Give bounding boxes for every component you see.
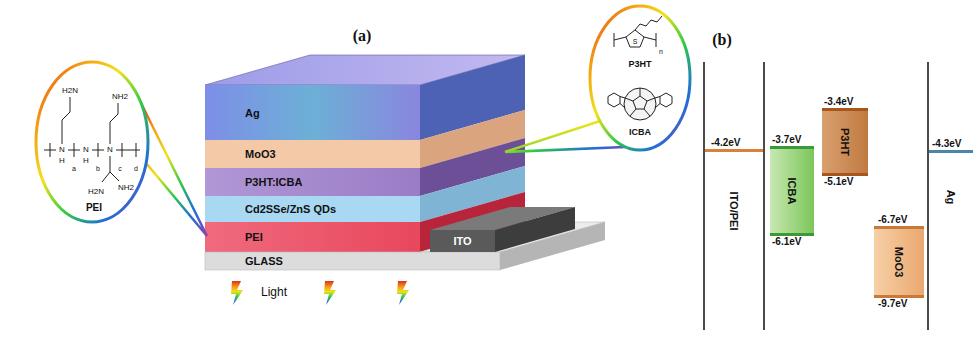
layer-name: ITO <box>453 235 471 247</box>
chem-label: N <box>107 146 113 154</box>
indene-bond <box>620 97 660 109</box>
electrode-block: ITO <box>430 230 495 252</box>
chem-label: S <box>633 38 638 45</box>
chem-subscript: d <box>134 165 138 172</box>
fullerene-facet <box>625 88 655 116</box>
layer-front-face <box>205 222 420 252</box>
energy-value: -6.1eV <box>772 236 801 247</box>
energy-value: -4.3eV <box>932 138 961 149</box>
layer-name: ITO/PEI <box>728 191 740 230</box>
indene-ring <box>660 93 672 107</box>
layer-name: P3HT:ICBA <box>245 176 302 188</box>
energy-level-bar: P3HT-3.4eV-5.1eV <box>822 108 868 176</box>
p3ht-structure <box>614 16 662 47</box>
layer-front-face <box>205 85 420 140</box>
fullerene-cage <box>624 88 656 120</box>
energy-level-band: ITO/PEI-4.2eV <box>705 149 763 269</box>
energy-level-band: Ag-4.3eV <box>929 150 973 240</box>
energy-axis-line <box>704 62 928 330</box>
chem-label: H2N <box>62 87 78 95</box>
energy-value: -9.7eV <box>878 298 907 309</box>
chem-label: NH2 <box>112 93 128 101</box>
layer-front-face <box>205 196 420 222</box>
light-label: Light <box>261 286 287 298</box>
magnifier-circle <box>36 62 148 222</box>
layer-band: Cd2SSe/ZnS QDs <box>205 196 420 222</box>
chem-label: NH2 <box>118 184 134 192</box>
layer-name: MoO3 <box>245 148 276 160</box>
chem-label: H <box>59 157 65 165</box>
icba-structure <box>608 88 672 120</box>
electrode-side-face <box>495 207 575 252</box>
fullerene-facet <box>633 96 647 109</box>
chem-subscript: a <box>72 165 76 172</box>
layer-band: Ag <box>205 85 420 140</box>
electrode-front-face <box>430 230 495 252</box>
molecule-name: ICBA <box>629 128 651 137</box>
energy-value: -4.2eV <box>711 137 740 148</box>
energy-value: -3.4eV <box>824 96 853 107</box>
panel-label: (a) <box>353 28 372 44</box>
side-chain-bond <box>110 103 118 144</box>
magnifier-leader <box>140 101 207 236</box>
energy-value: -5.1eV <box>824 176 853 187</box>
layer-band: P3HT:ICBA <box>205 168 420 196</box>
side-chain-bond <box>102 156 119 182</box>
energy-value: -3.7eV <box>772 134 801 145</box>
layer-name: ICBA <box>786 178 798 205</box>
layer-band: PEI <box>205 222 420 252</box>
layer-band: MoO3 <box>205 140 420 168</box>
panel-label: (b) <box>712 32 732 48</box>
energy-level-bar: ICBA-3.7eV-6.1eV <box>770 146 814 236</box>
layer-front-face <box>205 140 420 168</box>
layer-front-face <box>205 168 420 196</box>
chem-label: H <box>83 157 89 165</box>
molecule-name: PEI <box>86 203 102 213</box>
repeat-bracket <box>50 143 136 157</box>
layer-name: P3HT <box>839 128 851 156</box>
chem-label: N <box>59 146 65 154</box>
light-bolt <box>397 281 409 305</box>
layer-name: Cd2SSe/ZnS QDs <box>245 203 336 215</box>
layer-name: Ag <box>945 189 957 204</box>
glass-front-face <box>205 252 500 270</box>
chem-subscript: c <box>118 165 122 172</box>
hexyl-chain <box>635 16 662 30</box>
side-chain-bond <box>62 97 70 144</box>
chem-label: N <box>83 146 89 154</box>
light-bolt <box>324 281 336 305</box>
chem-subscript: n <box>659 48 663 55</box>
light-bolt <box>231 281 243 305</box>
backbone-bond <box>44 150 140 151</box>
molecule-name: P3HT <box>628 60 651 69</box>
layer-name: MoO3 <box>893 247 905 278</box>
layer-name: GLASS <box>245 255 283 267</box>
thiophene-ring <box>626 30 644 47</box>
energy-level-bar: MoO3-6.7eV-9.7eV <box>874 226 924 298</box>
layer-name: PEI <box>245 231 263 243</box>
layer-name: Ag <box>245 107 260 119</box>
magnifier-circle <box>590 6 690 150</box>
substrate-band: GLASS <box>205 252 430 270</box>
chem-label: H2N <box>88 188 104 196</box>
repeat-bracket <box>614 33 656 47</box>
energy-value: -6.7eV <box>878 214 907 225</box>
polymer-structure <box>44 97 140 182</box>
indene-ring <box>608 93 620 107</box>
chem-subscript: b <box>96 165 100 172</box>
